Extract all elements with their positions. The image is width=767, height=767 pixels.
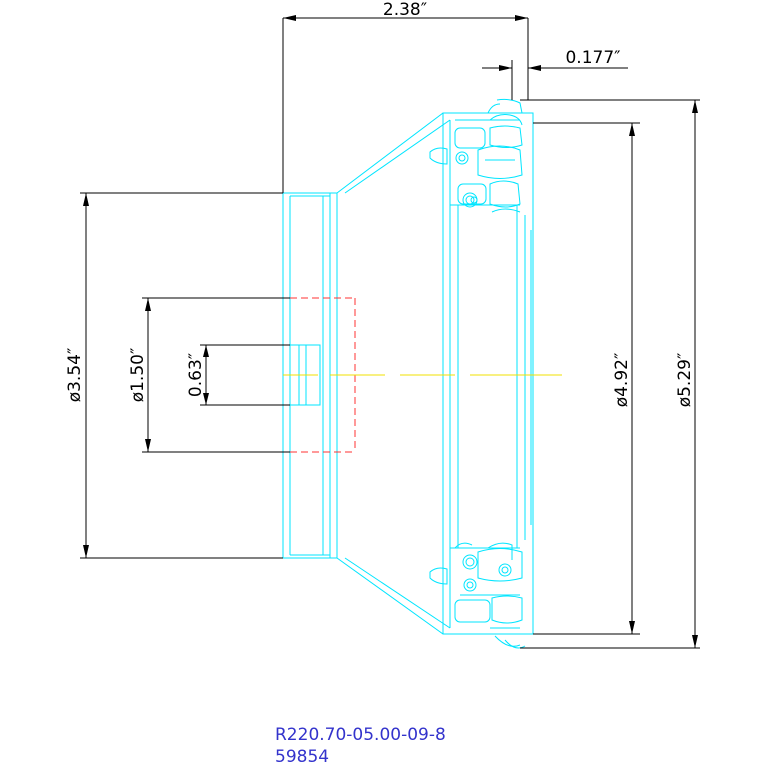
cone-lower-edge — [336, 557, 444, 635]
cone-upper-inner — [344, 119, 451, 194]
cutter-body-outline — [282, 98, 534, 649]
insert-offset-label: 0.177″ — [565, 48, 620, 68]
cutting-diameter-label: ø5.29″ — [675, 353, 695, 408]
dimension-arrows — [83, 15, 698, 648]
dimension-lines — [80, 17, 700, 649]
body-diameter-label: ø4.92″ — [612, 353, 632, 408]
cone-lower-inner — [344, 557, 451, 629]
body-front-rect — [442, 112, 534, 635]
hub-diameter-label: ø3.54″ — [65, 348, 85, 403]
keyway-outline — [289, 338, 321, 412]
upper-insert-cluster — [429, 98, 523, 213]
part-number-label: R220.70-05.00-09-8 — [275, 725, 446, 745]
bore-diameter-label: ø1.50″ — [128, 348, 148, 403]
overall-length-label: 2.38″ — [383, 0, 427, 20]
cone-upper-edge — [336, 112, 444, 194]
lower-insert-cluster — [429, 542, 526, 649]
item-number-label: 59854 — [275, 747, 329, 767]
keyway-width-label: 0.63″ — [186, 353, 206, 397]
